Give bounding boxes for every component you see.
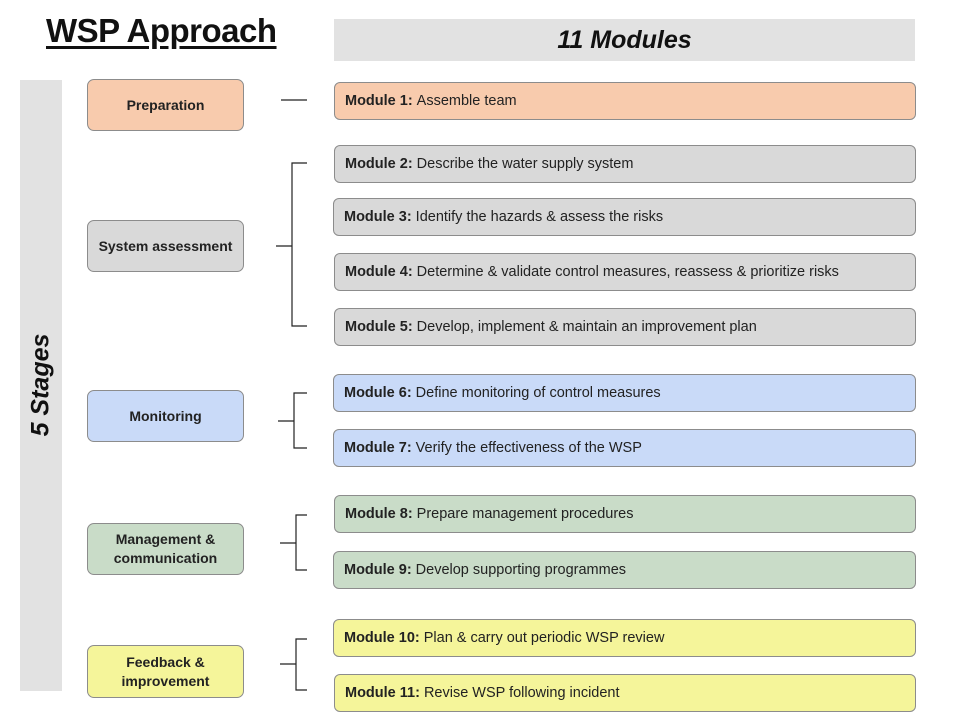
module-10: Module 10:Plan & carry out periodic WSP … (333, 619, 916, 657)
module-text: Determine & validate control measures, r… (416, 264, 839, 280)
stage-system-assessment: System assessment (87, 220, 244, 272)
bracket-management (280, 514, 307, 571)
bracket-monitoring (278, 392, 307, 449)
module-text: Assemble team (416, 93, 517, 109)
module-text: Prepare management procedures (416, 506, 634, 522)
stage-feedback-improvement: Feedback & improvement (87, 645, 244, 698)
stage-preparation: Preparation (87, 79, 244, 131)
module-number: Module 7: (344, 440, 412, 456)
module-text: Identify the hazards & assess the risks (415, 209, 664, 225)
module-number: Module 8: (345, 506, 413, 522)
stage-management-communication: Management & communication (87, 523, 244, 575)
module-text: Develop supporting programmes (415, 562, 627, 578)
stage-monitoring: Monitoring (87, 390, 244, 442)
bracket-system-assessment (276, 162, 307, 327)
module-number: Module 3: (344, 209, 412, 225)
stages-bar (20, 80, 62, 691)
module-8: Module 8:Prepare management procedures (334, 495, 916, 533)
module-text: Plan & carry out periodic WSP review (423, 630, 665, 646)
module-text: Describe the water supply system (416, 156, 634, 172)
module-number: Module 4: (345, 264, 413, 280)
module-7: Module 7:Verify the effectiveness of the… (333, 429, 916, 467)
page-title: WSP Approach (46, 12, 277, 49)
module-6: Module 6:Define monitoring of control me… (333, 374, 916, 412)
module-number: Module 5: (345, 319, 413, 335)
module-text: Develop, implement & maintain an improve… (416, 319, 757, 335)
module-number: Module 9: (344, 562, 412, 578)
module-number: Module 11: (345, 685, 420, 701)
module-3: Module 3:Identify the hazards & assess t… (333, 198, 916, 236)
module-2: Module 2:Describe the water supply syste… (334, 145, 916, 183)
module-number: Module 1: (345, 93, 413, 109)
module-text: Verify the effectiveness of the WSP (415, 440, 642, 456)
modules-header: 11 Modules (334, 19, 915, 61)
module-number: Module 10: (344, 630, 420, 646)
bracket-feedback (280, 638, 307, 691)
module-9: Module 9:Develop supporting programmes (333, 551, 916, 589)
module-text: Revise WSP following incident (423, 685, 620, 701)
module-4: Module 4:Determine & validate control me… (334, 253, 916, 291)
module-5: Module 5:Develop, implement & maintain a… (334, 308, 916, 346)
module-text: Define monitoring of control measures (415, 385, 661, 401)
module-11: Module 11:Revise WSP following incident (334, 674, 916, 712)
module-number: Module 2: (345, 156, 413, 172)
module-1: Module 1:Assemble team (334, 82, 916, 120)
module-number: Module 6: (344, 385, 412, 401)
